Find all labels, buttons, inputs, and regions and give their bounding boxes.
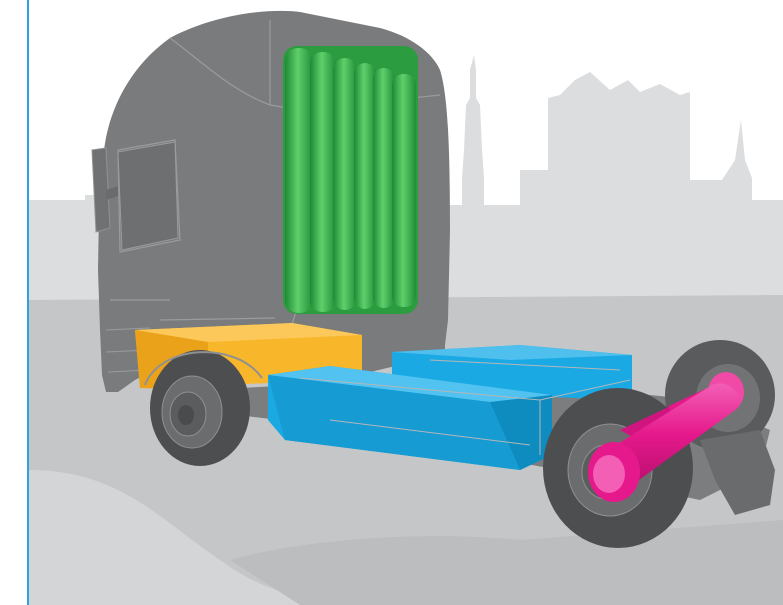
hydrogen-tank: [285, 48, 313, 313]
hydrogen-tank: [354, 63, 376, 309]
cab-side-window: [118, 142, 178, 250]
hydrogen-tank: [333, 58, 357, 310]
hydrogen-tank-rack: [283, 46, 418, 314]
hydrogen-tank: [373, 68, 395, 308]
hydrogen-tank: [392, 74, 416, 307]
hydrogen-tank: [310, 52, 336, 312]
front-wheel: [150, 350, 250, 466]
